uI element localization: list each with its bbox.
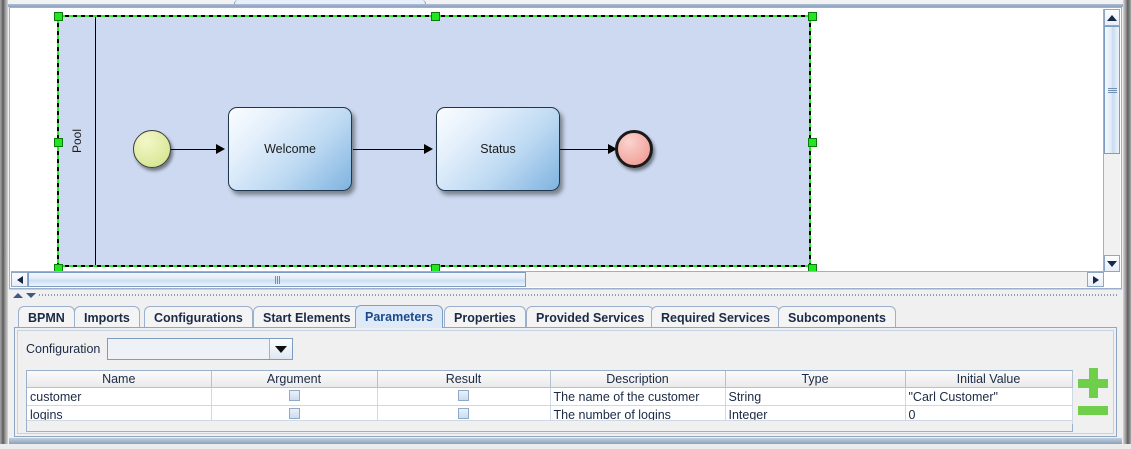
parameters-panel: Configuration Name Argument xyxy=(14,327,1117,437)
window-frame-right xyxy=(1123,0,1131,449)
window-bottom-edge xyxy=(0,444,1131,449)
vertical-scroll-thumb[interactable] xyxy=(1104,26,1120,154)
tab-bpmn[interactable]: BPMN xyxy=(18,306,75,328)
chevron-down-icon[interactable] xyxy=(269,339,293,359)
sequence-flow-2-arrow xyxy=(424,144,433,154)
tab-required-services[interactable]: Required Services xyxy=(651,306,781,328)
sequence-flow-3[interactable] xyxy=(560,149,610,150)
resize-handle-e[interactable] xyxy=(808,138,817,147)
tab-configurations[interactable]: Configurations xyxy=(144,306,253,328)
task-welcome-label: Welcome xyxy=(264,142,316,156)
configuration-combobox[interactable] xyxy=(107,338,294,360)
cell-name[interactable]: customer xyxy=(27,387,212,406)
resize-handle-w[interactable] xyxy=(54,138,63,147)
tab-subcomponents[interactable]: Subcomponents xyxy=(778,306,896,328)
resize-handle-se[interactable] xyxy=(808,264,817,272)
task-welcome-node[interactable]: Welcome xyxy=(228,107,352,191)
editor-tabstrip[interactable]: BPMN Imports Configurations Start Elemen… xyxy=(18,305,1114,328)
tab-provided-services[interactable]: Provided Services xyxy=(526,306,655,328)
top-divider-line xyxy=(8,4,1123,7)
resize-handle-n[interactable] xyxy=(431,12,440,21)
scroll-left-button[interactable] xyxy=(11,272,28,287)
window-bottom-bar xyxy=(9,438,1122,444)
task-status-label: Status xyxy=(480,142,516,156)
configuration-label: Configuration xyxy=(26,342,101,356)
parameters-panel-inner: Configuration Name Argument xyxy=(17,330,1114,434)
cell-type[interactable]: String xyxy=(725,387,906,406)
column-header-result[interactable]: Result xyxy=(377,371,551,388)
scroll-right-button[interactable] xyxy=(1087,272,1104,287)
column-header-initial-value[interactable]: Initial Value xyxy=(905,371,1073,388)
parameters-table[interactable]: Name Argument Result Description Type In… xyxy=(27,371,1073,424)
bpmn-editor-pane[interactable]: Pool Welcome Status xyxy=(9,7,1122,289)
table-header-row: Name Argument Result Description Type In… xyxy=(27,371,1073,388)
argument-checkbox[interactable] xyxy=(288,407,300,419)
resize-handle-s[interactable] xyxy=(431,264,440,272)
tab-start-elements[interactable]: Start Elements xyxy=(253,306,361,328)
sequence-flow-1-arrow xyxy=(216,144,225,154)
cell-description[interactable]: The name of the customer xyxy=(550,387,726,406)
configuration-value[interactable] xyxy=(108,339,270,359)
bpmn-pool[interactable]: Pool xyxy=(57,15,811,267)
column-header-argument[interactable]: Argument xyxy=(211,371,378,388)
divider-grip xyxy=(39,294,1118,296)
table-row[interactable]: logins The number of logins Integer 0 xyxy=(27,405,1073,424)
horizontal-scroll-track[interactable] xyxy=(28,272,1087,287)
window-frame-left xyxy=(0,0,8,449)
cell-description[interactable]: The number of logins xyxy=(550,405,726,424)
plus-icon-vertical xyxy=(1089,368,1098,398)
resize-handle-ne[interactable] xyxy=(808,12,817,21)
cell-type[interactable]: Integer xyxy=(725,405,906,424)
column-header-type[interactable]: Type xyxy=(725,371,906,388)
resize-handle-sw[interactable] xyxy=(54,264,63,272)
cell-initial-value[interactable]: "Carl Customer" xyxy=(905,387,1073,406)
collapse-down-icon[interactable] xyxy=(25,291,36,299)
column-header-description[interactable]: Description xyxy=(550,371,726,388)
partial-tab-above[interactable] xyxy=(234,0,426,7)
tab-parameters[interactable]: Parameters xyxy=(355,305,444,328)
scroll-grip-icon xyxy=(274,275,280,284)
table-empty-area[interactable] xyxy=(27,420,1072,431)
configuration-row: Configuration xyxy=(26,338,294,360)
add-parameter-button[interactable] xyxy=(1078,368,1108,398)
pool-label: Pool xyxy=(69,128,84,154)
end-event-node[interactable] xyxy=(615,130,653,168)
result-checkbox[interactable] xyxy=(458,407,469,419)
pool-header: Pool xyxy=(58,16,96,266)
cell-argument[interactable] xyxy=(211,387,378,406)
tab-imports[interactable]: Imports xyxy=(74,306,140,328)
sequence-flow-2[interactable] xyxy=(353,149,424,150)
column-header-name[interactable]: Name xyxy=(27,371,212,388)
result-checkbox[interactable] xyxy=(458,389,469,401)
split-pane-divider[interactable] xyxy=(9,289,1122,299)
cell-argument[interactable] xyxy=(211,405,378,424)
collapse-up-icon[interactable] xyxy=(12,291,23,299)
canvas-vertical-scrollbar[interactable] xyxy=(1103,9,1120,272)
top-tab-sliver xyxy=(8,0,1123,7)
scroll-up-button[interactable] xyxy=(1104,9,1120,26)
parameters-table-wrapper[interactable]: Name Argument Result Description Type In… xyxy=(26,370,1073,432)
canvas-horizontal-scrollbar[interactable] xyxy=(11,271,1104,287)
tab-properties[interactable]: Properties xyxy=(444,306,526,328)
argument-checkbox[interactable] xyxy=(288,389,300,401)
start-event-node[interactable] xyxy=(133,130,171,168)
horizontal-scroll-thumb[interactable] xyxy=(28,272,526,287)
scroll-down-button[interactable] xyxy=(1104,255,1120,272)
cell-result[interactable] xyxy=(377,387,551,406)
table-row[interactable]: customer The name of the customer String… xyxy=(27,387,1073,406)
remove-parameter-button[interactable] xyxy=(1078,406,1108,415)
bpmn-canvas[interactable]: Pool Welcome Status xyxy=(11,9,1104,272)
task-status-node[interactable]: Status xyxy=(436,107,560,191)
scroll-grip-icon xyxy=(1107,87,1117,93)
resize-handle-nw[interactable] xyxy=(54,12,63,21)
